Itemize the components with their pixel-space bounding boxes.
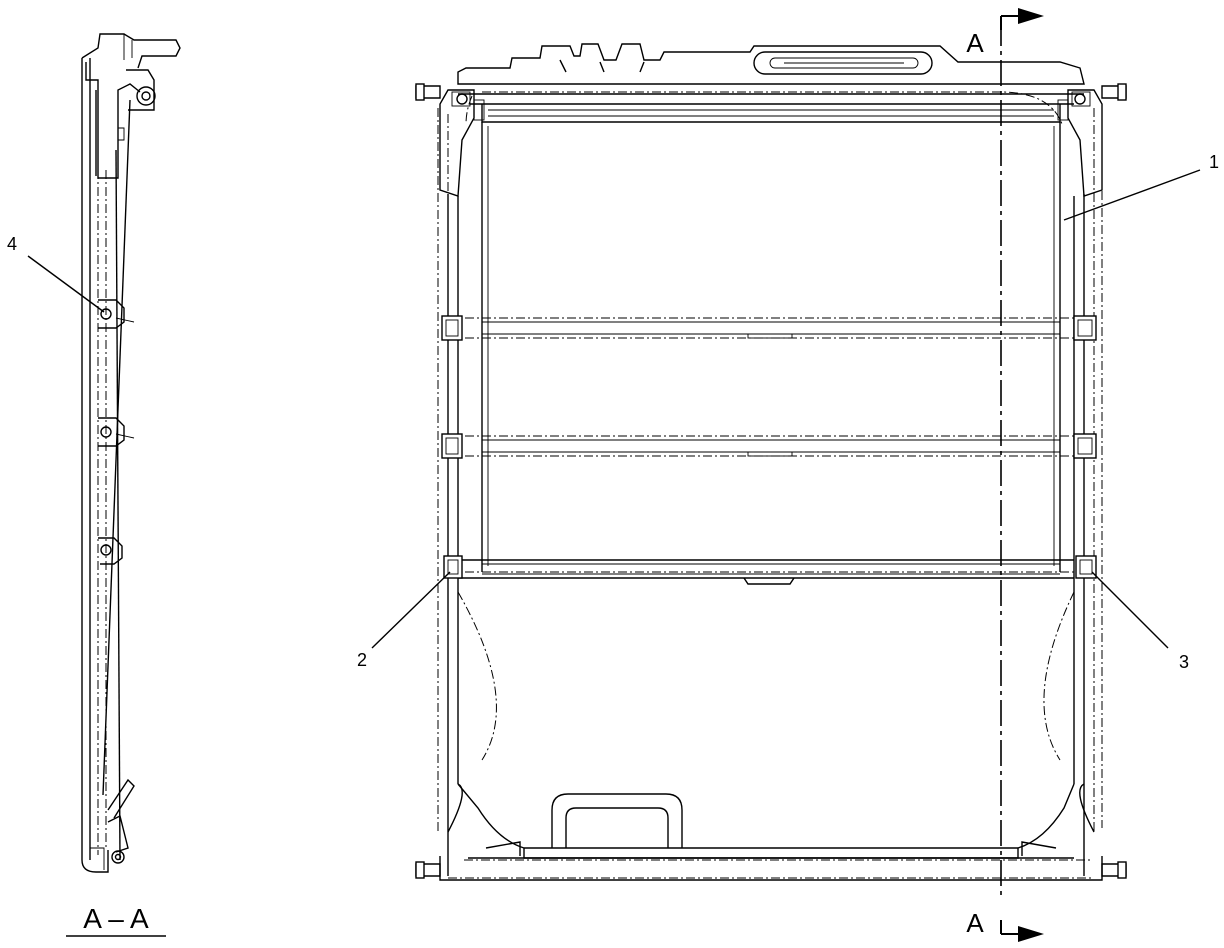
callout-3: 3 bbox=[1179, 652, 1189, 672]
callout-2: 2 bbox=[357, 650, 367, 670]
crossbar-2 bbox=[441, 433, 1097, 459]
crossbar-3 bbox=[443, 555, 1097, 585]
front-view bbox=[415, 43, 1127, 881]
leader-3 bbox=[1091, 571, 1169, 649]
callouts: 1 2 3 4 bbox=[7, 152, 1219, 672]
cut-label-bottom: A bbox=[966, 908, 984, 938]
section-cut-line: A A bbox=[966, 8, 1044, 942]
hinge-top-right bbox=[1057, 83, 1127, 197]
cut-arrow-bottom bbox=[1018, 926, 1044, 942]
callout-1: 1 bbox=[1209, 152, 1219, 172]
clip-middle bbox=[98, 417, 135, 447]
leader-2 bbox=[371, 571, 451, 649]
cut-label-top: A bbox=[966, 28, 984, 58]
crossbar-1 bbox=[441, 315, 1097, 341]
cut-arrow-top bbox=[1018, 8, 1044, 24]
bottom-handle bbox=[551, 793, 683, 848]
section-view-a-a bbox=[81, 33, 181, 873]
leader-4 bbox=[27, 255, 105, 313]
section-view-title: A – A bbox=[66, 903, 166, 937]
hinge-top-left bbox=[415, 83, 485, 197]
clip-lower bbox=[98, 537, 123, 565]
leader-1 bbox=[1063, 169, 1201, 221]
section-label: A – A bbox=[83, 903, 149, 934]
clip-upper bbox=[98, 299, 135, 329]
top-handle bbox=[753, 51, 933, 75]
callout-4: 4 bbox=[7, 234, 17, 254]
